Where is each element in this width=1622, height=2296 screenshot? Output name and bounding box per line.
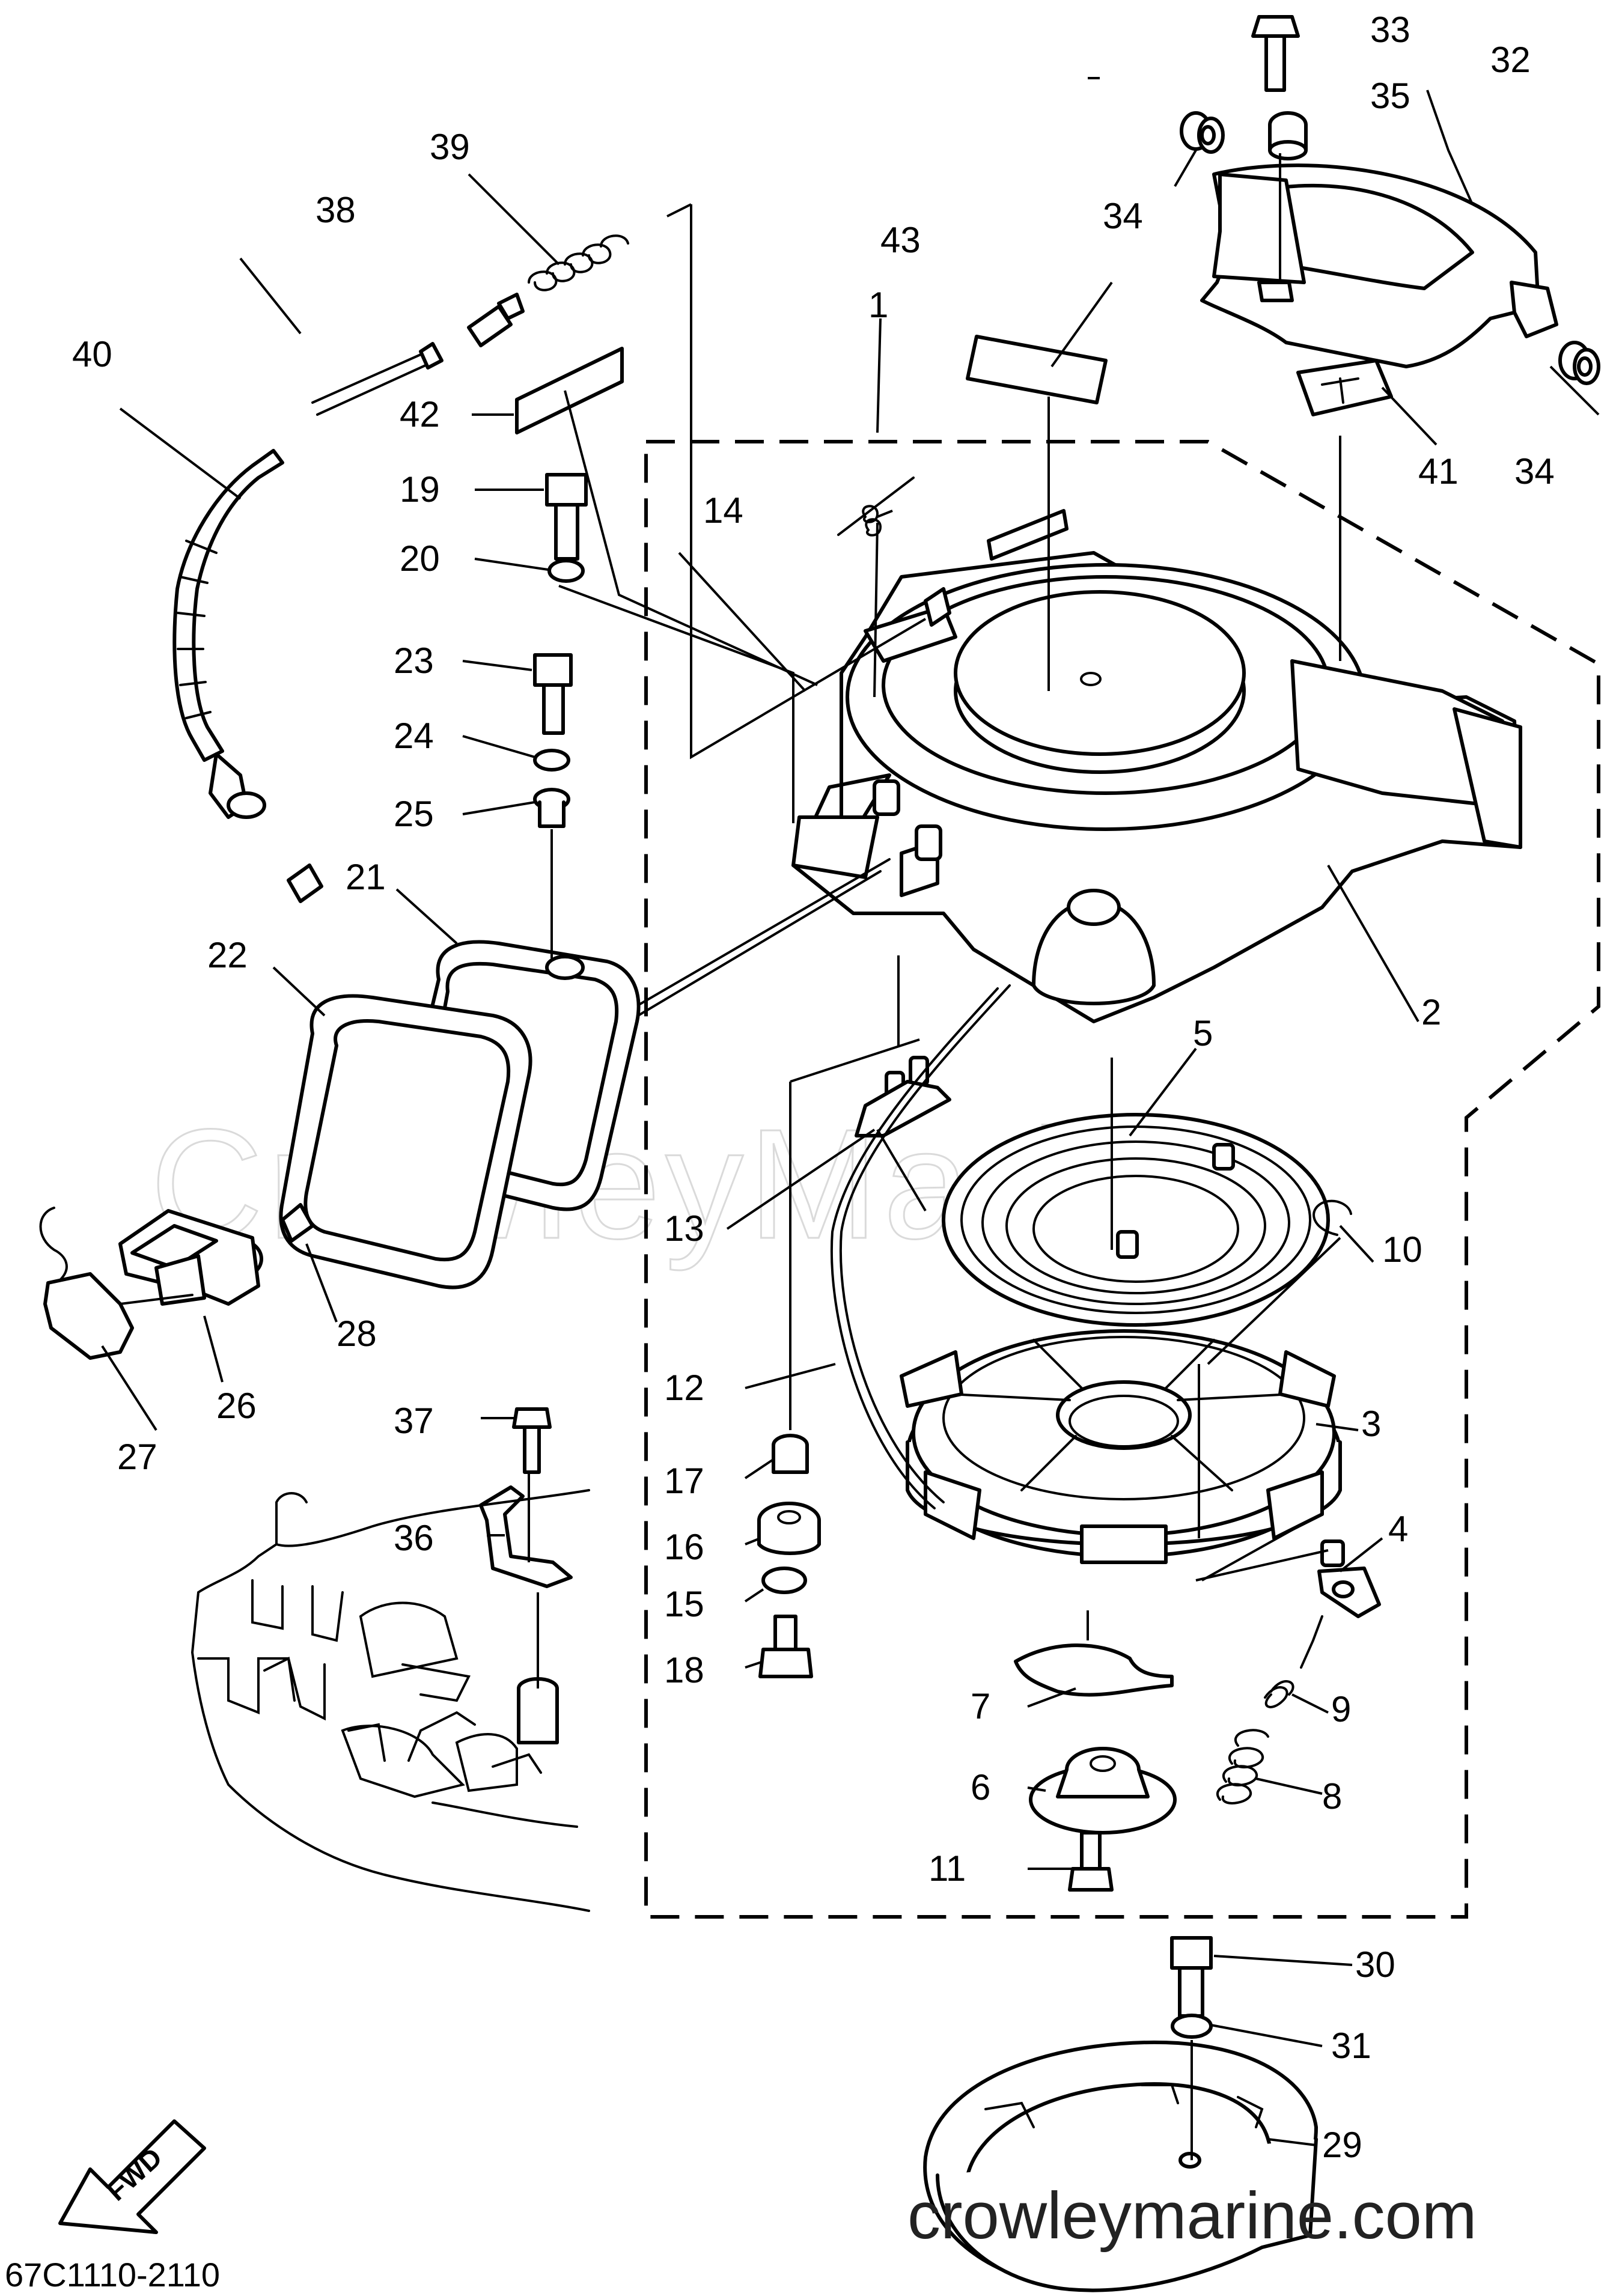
bolt-part-18 (758, 1615, 813, 1678)
callout-40: 40 (72, 334, 112, 374)
washer-part-15 (761, 1567, 807, 1594)
screw-part-37 (512, 1407, 552, 1474)
website-watermark: crowleymarine.com (907, 2179, 1477, 2253)
bracket-part-36 (479, 1485, 573, 1588)
callout-30: 30 (1355, 1944, 1395, 1985)
callout-16: 16 (664, 1527, 704, 1567)
callout-6: 6 (971, 1767, 990, 1807)
callout-4: 4 (1388, 1509, 1408, 1549)
plate-part-41 (1296, 359, 1393, 416)
callout-2: 2 (1421, 992, 1441, 1032)
grommet-part-16 (757, 1502, 821, 1555)
callout-18: 18 (664, 1650, 704, 1690)
grommet-part-35 (1268, 111, 1308, 160)
washer-part-20 (547, 559, 585, 583)
callout-26: 26 (216, 1386, 257, 1426)
grommet-part-34-right (1558, 341, 1600, 385)
callout-34-left: 34 (1103, 196, 1143, 236)
clip-part-10 (1313, 1199, 1352, 1236)
assembly-boundary (644, 440, 1600, 1919)
grommet-part-34-left (1180, 111, 1225, 154)
knob-part-27 (39, 1207, 194, 1360)
callout-37: 37 (394, 1401, 434, 1441)
callout-11: 11 (928, 1848, 966, 1889)
pawl-part-4 (1317, 1539, 1381, 1618)
callout-36: 36 (394, 1518, 434, 1558)
bolt-part-19 (545, 473, 588, 561)
label-part-43 (966, 335, 1108, 404)
callout-43: 43 (880, 220, 921, 260)
callout-33: 33 (1370, 10, 1410, 50)
rope-part-12 (839, 984, 1011, 1503)
callout-39: 39 (430, 127, 470, 167)
callout-14: 14 (703, 490, 743, 531)
collar-part-25 (533, 788, 570, 828)
callout-numbers: 1 2 3 4 5 6 7 8 9 10 11 12 13 14 15 16 1… (72, 10, 1555, 2165)
callout-20: 20 (400, 538, 440, 579)
cable-end-part-38 (419, 293, 525, 370)
callout-23: 23 (394, 641, 434, 681)
callout-15: 15 (664, 1584, 704, 1624)
fwd-arrow-icon (58, 2119, 206, 2234)
label-part-42 (515, 347, 624, 434)
callout-5: 5 (1193, 1013, 1213, 1053)
bolt-part-33 (1251, 15, 1300, 92)
handle-part-26 (118, 1209, 260, 1306)
washer-part-24 (533, 749, 570, 772)
callout-19: 19 (400, 469, 440, 510)
plate-part-29 (923, 2040, 1318, 2292)
callout-8: 8 (1322, 1776, 1342, 1816)
callout-42: 42 (400, 394, 440, 434)
sheave-drum-part-3 (900, 1329, 1342, 1564)
callout-3: 3 (1361, 1404, 1381, 1444)
plate-part-7 (1014, 1643, 1174, 1697)
callout-38: 38 (316, 190, 356, 230)
callout-12: 12 (664, 1368, 704, 1408)
callout-21: 21 (346, 857, 386, 897)
spring-part-9 (1264, 1615, 1323, 1708)
callout-9: 9 (1331, 1689, 1351, 1729)
bolt-part-11 (1068, 1831, 1114, 1892)
bolt-part-30 (1170, 1936, 1213, 2018)
leader-lines (101, 35, 1600, 2160)
callout-24: 24 (394, 716, 434, 756)
cable-part-40 (172, 353, 427, 903)
callout-25: 25 (394, 794, 434, 834)
callout-10: 10 (1382, 1229, 1422, 1270)
cover-part-32 (1200, 163, 1558, 368)
spring-part-14 (837, 477, 915, 537)
callout-17: 17 (664, 1461, 704, 1501)
diagram-code: 67C1110-2110 (5, 2256, 220, 2294)
callout-28: 28 (337, 1314, 377, 1354)
callout-7: 7 (971, 1686, 990, 1726)
grip-part-22 (279, 994, 532, 1290)
washer-part-31 (1171, 2014, 1213, 2039)
plate-part-6 (1029, 1747, 1177, 1835)
callout-27: 27 (117, 1437, 157, 1477)
callout-22: 22 (207, 935, 248, 975)
collar-part-17 (772, 1434, 809, 1474)
callout-34-right: 34 (1514, 451, 1555, 492)
spiral-spring-part-5 (942, 1113, 1330, 1327)
spring-part-8 (1216, 1729, 1269, 1804)
callout-41: 41 (1418, 451, 1459, 492)
callout-35: 35 (1370, 76, 1410, 116)
starter-case-part-2 (791, 509, 1522, 1023)
spring-part-39 (528, 234, 629, 291)
bolt-part-23 (533, 653, 573, 735)
callout-32: 32 (1490, 40, 1531, 80)
callout-29: 29 (1322, 2125, 1362, 2165)
callout-1: 1 (868, 285, 888, 325)
callout-13: 13 (664, 1208, 704, 1249)
callout-31: 31 (1331, 2026, 1371, 2066)
